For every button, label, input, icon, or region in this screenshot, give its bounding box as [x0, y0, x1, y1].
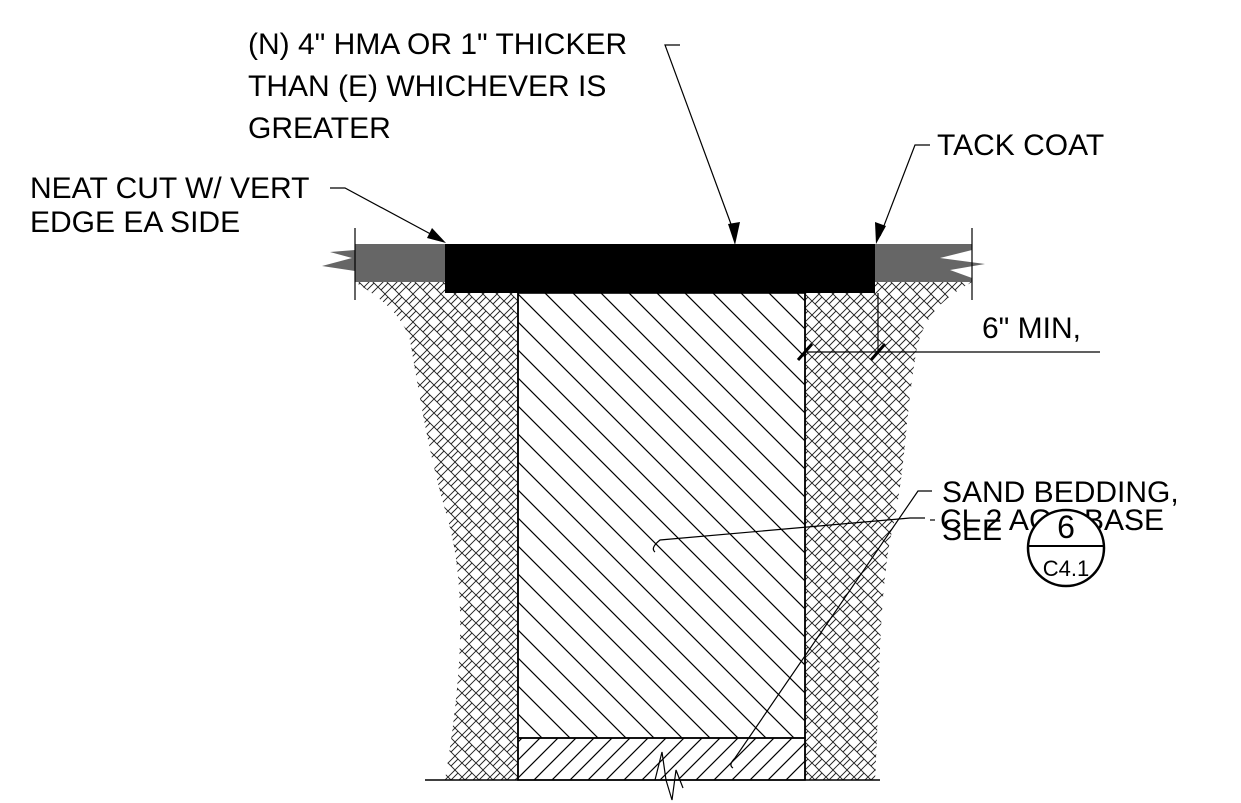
detail-sheet: C4.1 — [1043, 556, 1089, 581]
existing-pavement-left — [322, 244, 445, 282]
new-hma-pavement — [445, 244, 875, 293]
neat-cut-label-line2: EDGE EA SIDE — [30, 206, 240, 239]
tack-coat-label: TACK COAT — [937, 129, 1104, 162]
leader-lines — [330, 44, 935, 769]
existing-pavement-right — [875, 244, 985, 282]
sand-bedding-hatch — [517, 737, 806, 781]
detail-number: 6 — [1057, 509, 1075, 545]
hma-label-line2: THAN (E) WHICHEVER IS — [248, 70, 606, 103]
detail-reference-bubble: 6 C4.1 — [1026, 508, 1106, 588]
hma-label-line3: GREATER — [248, 112, 391, 145]
dim-tick-left — [796, 343, 814, 361]
hma-label-line1: (N) 4" HMA OR 1" THICKER — [248, 28, 627, 61]
min-dim-label: 6" MIN, — [982, 312, 1081, 345]
neat-cut-label-line1: NEAT CUT W/ VERT — [30, 172, 309, 205]
dim-tick-right — [869, 343, 887, 361]
sand-bedding-label-line1: SAND BEDDING, — [942, 476, 1179, 509]
break-symbol-bottom — [654, 751, 684, 801]
sand-bedding-label-line2: SEE — [942, 514, 1002, 547]
agg-base-hatch — [517, 292, 806, 739]
